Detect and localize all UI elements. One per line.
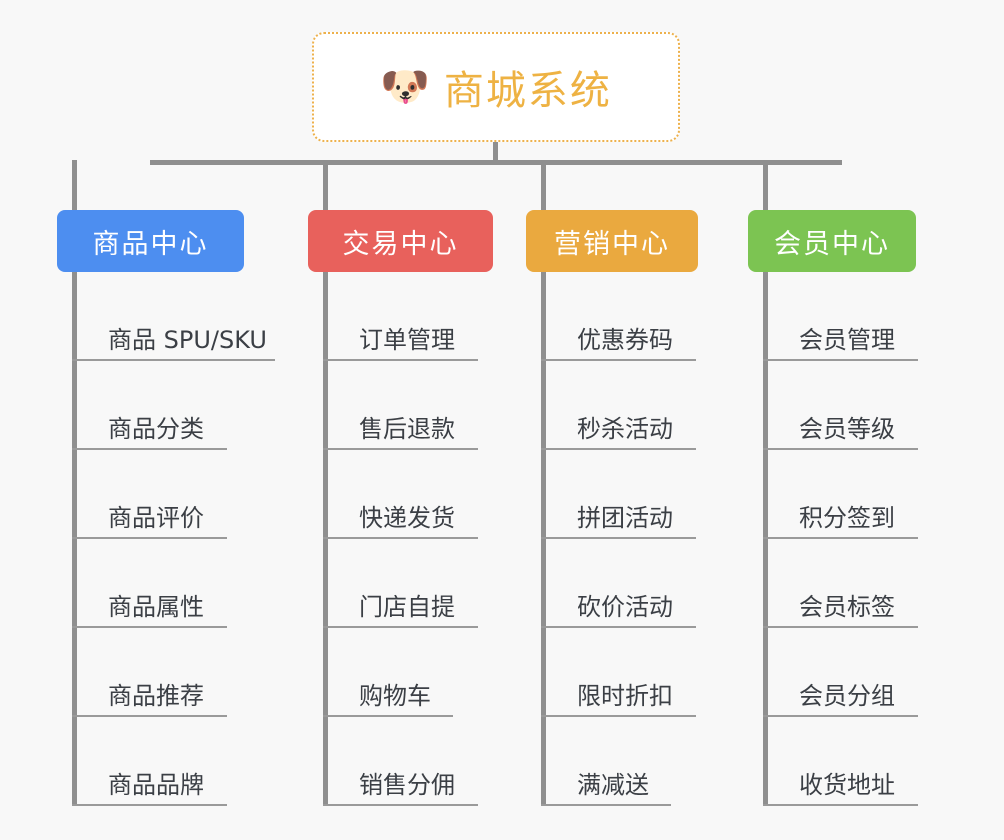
branch-drop-connector xyxy=(323,160,328,210)
branch-header-member-center[interactable]: 会员中心 xyxy=(748,210,916,272)
leaf-item-label: 商品分类 xyxy=(108,414,204,443)
leaf-list-marketing-center: 优惠券码秒杀活动拼团活动砍价活动限时折扣满减送 xyxy=(541,272,696,806)
leaf-item-label: 商品属性 xyxy=(108,592,204,621)
leaf-item[interactable]: 商品推荐 xyxy=(72,628,227,717)
leaf-item[interactable]: 会员标签 xyxy=(763,539,918,628)
leaf-item-label: 满减送 xyxy=(577,770,649,799)
leaf-item[interactable]: 商品属性 xyxy=(72,539,227,628)
leaf-item[interactable]: 门店自提 xyxy=(323,539,478,628)
leaf-item[interactable]: 限时折扣 xyxy=(541,628,696,717)
leaf-item-label: 优惠券码 xyxy=(577,325,673,354)
leaf-item-label: 商品品牌 xyxy=(108,770,204,799)
leaf-item[interactable]: 商品 SPU/SKU xyxy=(72,272,275,361)
leaf-list-trade-center: 订单管理售后退款快递发货门店自提购物车销售分佣 xyxy=(323,272,478,806)
leaf-item-label: 商品推荐 xyxy=(108,681,204,710)
leaf-item[interactable]: 会员等级 xyxy=(763,361,918,450)
leaf-item[interactable]: 积分签到 xyxy=(763,450,918,539)
leaf-item-label: 限时折扣 xyxy=(577,681,673,710)
branch-drop-connector xyxy=(541,160,546,210)
branch-trunk-connector xyxy=(323,272,328,806)
leaf-item-label: 砍价活动 xyxy=(577,592,673,621)
branch-header-trade-center[interactable]: 交易中心 xyxy=(308,210,493,272)
leaf-item-label: 销售分佣 xyxy=(359,770,455,799)
leaf-item[interactable]: 商品品牌 xyxy=(72,717,227,806)
leaf-item-label: 商品评价 xyxy=(108,503,204,532)
leaf-item-label: 秒杀活动 xyxy=(577,414,673,443)
horizontal-bus-connector xyxy=(150,160,842,165)
leaf-item[interactable]: 优惠券码 xyxy=(541,272,696,361)
branch-header-marketing-center[interactable]: 营销中心 xyxy=(526,210,698,272)
shiba-dog-face-icon: 🐶 xyxy=(380,64,430,110)
leaf-item-label: 订单管理 xyxy=(359,325,455,354)
branch-trunk-connector xyxy=(72,272,77,806)
leaf-item[interactable]: 快递发货 xyxy=(323,450,478,539)
branch-header-label: 商品中心 xyxy=(92,228,209,260)
branch-header-label: 营销中心 xyxy=(554,228,670,260)
leaf-item[interactable]: 会员管理 xyxy=(763,272,918,361)
leaf-item-label: 拼团活动 xyxy=(577,503,673,532)
leaf-item[interactable]: 拼团活动 xyxy=(541,450,696,539)
leaf-item-label: 会员等级 xyxy=(799,414,895,443)
branch-drop-connector xyxy=(763,160,768,210)
leaf-list-product-center: 商品 SPU/SKU 商品分类商品评价商品属性商品推荐商品品牌 xyxy=(72,272,275,806)
branch-header-label: 交易中心 xyxy=(342,228,459,260)
leaf-item[interactable]: 商品评价 xyxy=(72,450,227,539)
leaf-item-label: 会员分组 xyxy=(799,681,895,710)
branch-trunk-connector xyxy=(763,272,768,806)
leaf-item[interactable]: 商品分类 xyxy=(72,361,227,450)
leaf-item[interactable]: 砍价活动 xyxy=(541,539,696,628)
leaf-item[interactable]: 购物车 xyxy=(323,628,453,717)
leaf-item-label: 会员标签 xyxy=(799,592,895,621)
root-node[interactable]: 🐶 商城系统 xyxy=(312,32,680,142)
leaf-item-label: 商品 SPU/SKU xyxy=(108,325,267,354)
leaf-item[interactable]: 订单管理 xyxy=(323,272,478,361)
branch-header-label: 会员中心 xyxy=(774,228,890,260)
leaf-item[interactable]: 秒杀活动 xyxy=(541,361,696,450)
leaf-item-label: 购物车 xyxy=(359,681,431,710)
leaf-item-label: 门店自提 xyxy=(359,592,455,621)
leaf-item[interactable]: 会员分组 xyxy=(763,628,918,717)
leaf-item[interactable]: 收货地址 xyxy=(763,717,918,806)
branch-drop-connector xyxy=(72,160,77,210)
branch-trunk-connector xyxy=(541,272,546,806)
leaf-list-member-center: 会员管理会员等级积分签到会员标签会员分组收货地址 xyxy=(763,272,918,806)
leaf-item[interactable]: 满减送 xyxy=(541,717,671,806)
branch-header-product-center[interactable]: 商品中心 xyxy=(57,210,244,272)
leaf-item-label: 会员管理 xyxy=(799,325,895,354)
leaf-item-label: 快递发货 xyxy=(359,503,455,532)
root-stem-connector xyxy=(493,142,498,164)
leaf-item-label: 收货地址 xyxy=(799,770,895,799)
leaf-item-label: 售后退款 xyxy=(359,414,455,443)
leaf-item[interactable]: 售后退款 xyxy=(323,361,478,450)
leaf-item[interactable]: 销售分佣 xyxy=(323,717,478,806)
leaf-item-label: 积分签到 xyxy=(799,503,895,532)
root-title: 商城系统 xyxy=(443,68,612,114)
